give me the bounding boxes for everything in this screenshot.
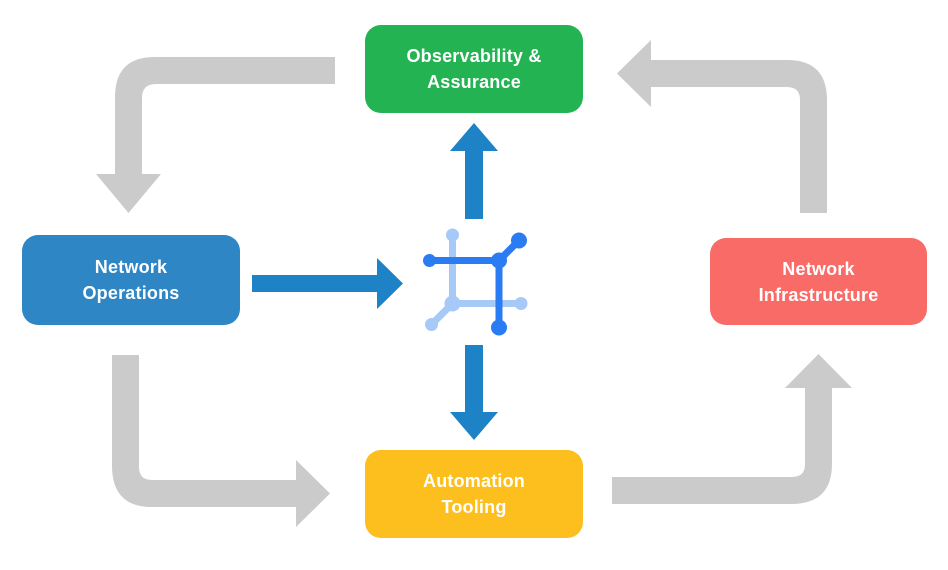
node-observability-label-line1: Observability & [406,46,542,66]
arrow-observability-to-operations [96,57,335,213]
node-automation-label-line2: Tooling [441,497,507,517]
node-operations-label-line1: Network [94,257,168,277]
node-automation: Automation Tooling [365,450,583,538]
arrow-center-to-automation [450,345,498,440]
node-observability-label-line2: Assurance [427,72,521,92]
arrow-center-to-observability [450,123,498,219]
network-automation-icon [423,228,528,336]
node-operations: Network Operations [22,235,240,325]
arrow-operations-to-automation [112,355,330,527]
node-operations-label-line2: Operations [82,283,180,303]
node-automation-label-line1: Automation [423,471,525,491]
arrow-automation-to-infrastructure [612,354,852,504]
arrow-operations-to-center [252,258,403,309]
icon-light-dots [425,228,528,331]
node-infrastructure: Network Infrastructure [710,238,927,325]
arrow-infrastructure-to-observability [617,40,827,213]
node-observability: Observability & Assurance [365,25,583,113]
node-infrastructure-label-line1: Network [782,258,855,279]
node-infrastructure-label-line2: Infrastructure [758,284,879,305]
icon-dark-dots [423,232,527,336]
